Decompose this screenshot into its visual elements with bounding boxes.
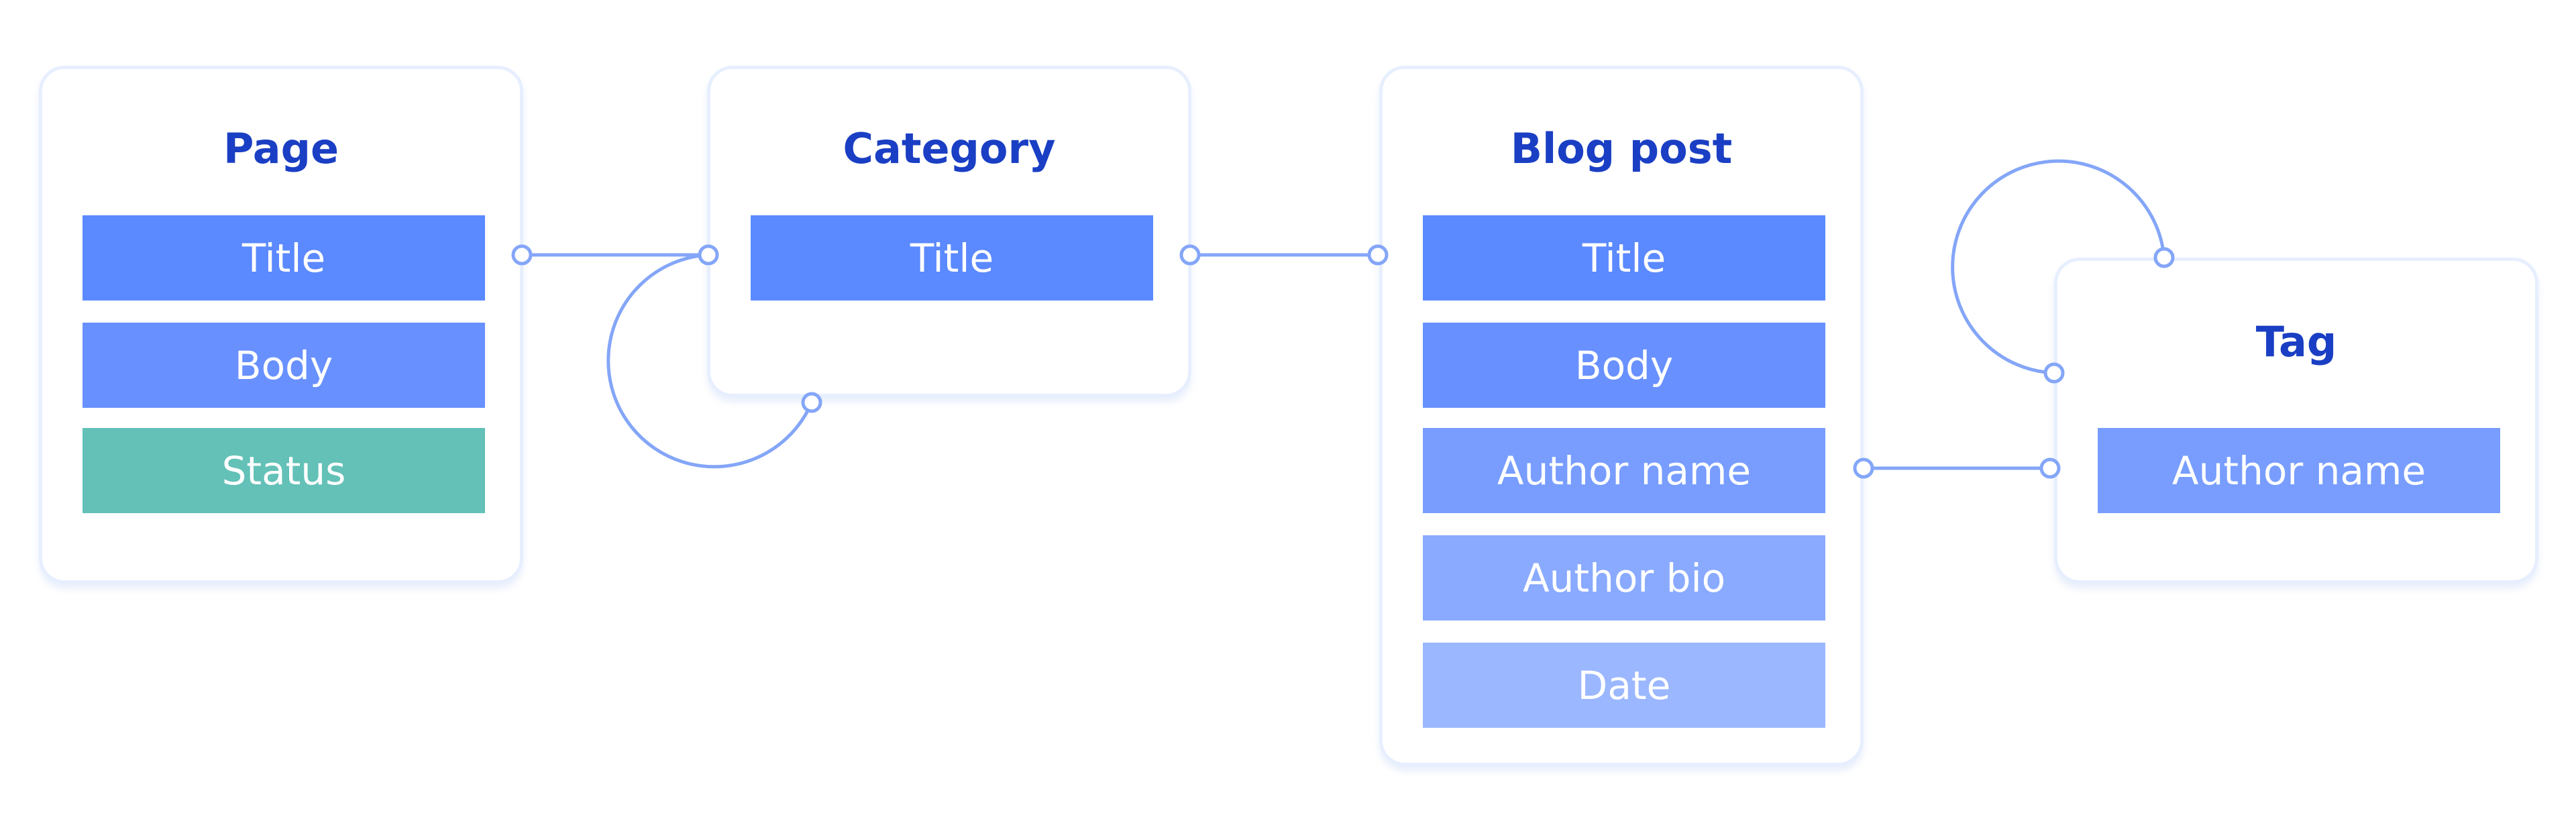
field-blog-post-title: Title — [1423, 215, 1825, 301]
entity-card-category: Category Title — [707, 66, 1191, 397]
entity-title-blog-post: Blog post — [1510, 124, 1733, 173]
field-page-status: Status — [83, 428, 485, 513]
field-page-title: Title — [83, 215, 485, 301]
field-blog-post-author-name: Author name — [1423, 428, 1825, 513]
field-page-body: Body — [83, 323, 485, 408]
entity-title-category: Category — [843, 124, 1056, 173]
entity-title-tag: Tag — [2255, 317, 2337, 366]
field-tag-author-name: Author name — [2098, 428, 2500, 513]
entity-title-page: Page — [223, 124, 339, 173]
entity-card-blog-post: Blog post Title Body Author name Author … — [1379, 66, 1864, 766]
field-blog-post-body: Body — [1423, 323, 1825, 408]
field-blog-post-date: Date — [1423, 643, 1825, 728]
field-blog-post-author-bio: Author bio — [1423, 535, 1825, 620]
entity-card-page: Page Title Body Status — [39, 66, 523, 584]
entity-card-tag: Tag Author name — [2054, 258, 2538, 584]
field-category-title: Title — [751, 215, 1153, 301]
